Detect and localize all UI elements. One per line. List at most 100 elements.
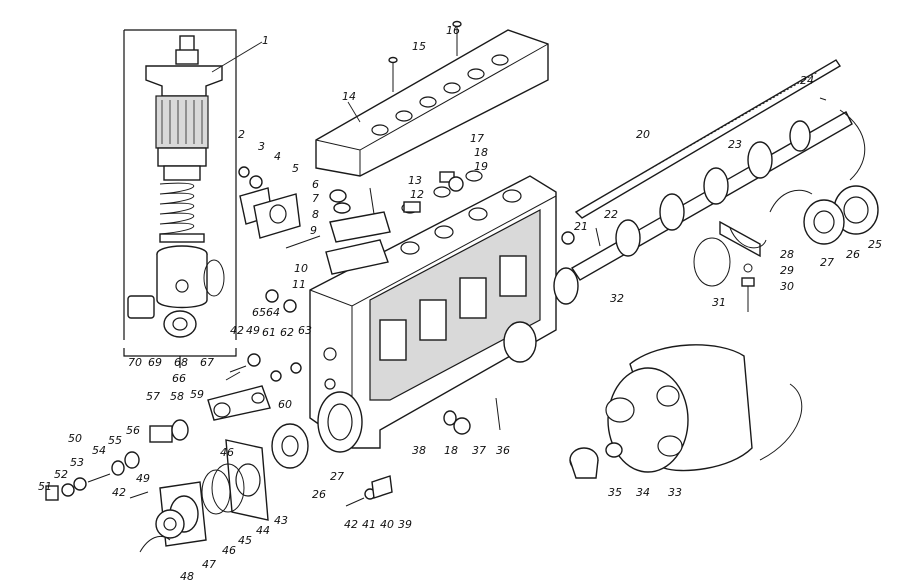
- callout-42-upper: 42: [230, 324, 244, 337]
- plunger-element: [145, 35, 223, 181]
- callout-24: 24: [800, 74, 814, 87]
- callout-56: 56: [126, 424, 140, 437]
- rotation-arrow-right: [759, 383, 803, 461]
- ring-45: [201, 469, 231, 515]
- callout-6: 6: [312, 178, 319, 191]
- callout-49-upper: 49: [246, 324, 260, 337]
- callout-25: 25: [868, 238, 882, 251]
- callout-4: 4: [274, 150, 281, 163]
- small-parts-61-65: [225, 289, 302, 382]
- callout-44: 44: [256, 524, 270, 537]
- callout-50: 50: [68, 432, 82, 445]
- gasket-44: [211, 463, 245, 513]
- callout-54: 54: [92, 444, 106, 457]
- callout-59: 59: [190, 388, 204, 401]
- callout-49-lower: 49: [136, 472, 150, 485]
- callout-9: 9: [310, 224, 317, 237]
- half-bearing: [719, 220, 767, 258]
- oil-line-arc: [839, 109, 866, 181]
- callout-40: 40: [380, 518, 394, 531]
- callout-69: 69: [148, 356, 162, 369]
- pin-70: [127, 295, 155, 319]
- callout-68: 68: [174, 356, 188, 369]
- callout-34: 34: [636, 486, 650, 499]
- washer-34: [605, 442, 623, 458]
- callout-57: 57: [146, 390, 160, 403]
- pump-housing: [309, 170, 579, 453]
- callout-26-right: 26: [846, 248, 860, 261]
- callout-5: 5: [292, 162, 299, 175]
- coupling-48: [155, 509, 185, 539]
- callout-8: 8: [312, 208, 319, 221]
- callout-27-left: 27: [330, 470, 344, 483]
- key-24: [819, 97, 827, 101]
- cover-43: [225, 439, 269, 521]
- callout-47: 47: [202, 558, 216, 571]
- callout-42-bottom: 42: [344, 518, 358, 531]
- callout-31: 31: [712, 296, 726, 309]
- callout-15: 15: [412, 40, 426, 53]
- plunger-spring: [159, 182, 205, 243]
- callout-48: 48: [180, 570, 194, 583]
- callout-42-lower: 42: [112, 486, 126, 499]
- callout-16: 16: [446, 24, 460, 37]
- callout-29: 29: [780, 264, 794, 277]
- callout-18-bottom: 18: [444, 444, 458, 457]
- pin-9: [285, 235, 321, 249]
- callout-51: 51: [38, 480, 52, 493]
- callout-64: 64: [266, 306, 280, 319]
- top-cover: [315, 29, 549, 177]
- snap-ring: [769, 189, 813, 213]
- callout-46-lower: 46: [222, 544, 236, 557]
- screw-row-51-56: [45, 451, 140, 501]
- callout-7: 7: [312, 192, 319, 205]
- callout-66: 66: [172, 372, 186, 385]
- plunger-assembly-frame: [123, 29, 237, 368]
- callout-19: 19: [474, 160, 488, 173]
- callout-43: 43: [274, 514, 288, 527]
- callout-70: 70: [128, 356, 142, 369]
- callout-20: 20: [636, 128, 650, 141]
- callout-38: 38: [412, 444, 426, 457]
- callout-60: 60: [278, 398, 292, 411]
- callout-41: 41: [362, 518, 376, 531]
- callout-39: 39: [398, 518, 412, 531]
- callout-32: 32: [610, 292, 624, 305]
- cup-35: [569, 447, 599, 479]
- callout-labels: 1 2 3 4 5 6 7 8 9 10 11 12 13 14 15 16 1…: [38, 24, 882, 583]
- callout-63: 63: [298, 324, 312, 337]
- callout-13: 13: [408, 174, 422, 187]
- callout-26-left: 26: [312, 488, 326, 501]
- tappet: [156, 245, 208, 309]
- screw-15: [388, 56, 398, 92]
- callout-55: 55: [108, 434, 122, 447]
- callout-17: 17: [470, 132, 484, 145]
- rotation-arrow-left: [139, 536, 171, 553]
- callout-36: 36: [496, 444, 510, 457]
- camshaft: [571, 111, 853, 281]
- valve-parts-6-13: [325, 171, 464, 275]
- callout-18-top: 18: [474, 146, 488, 159]
- callout-53: 53: [70, 456, 84, 469]
- callout-67: 67: [200, 356, 214, 369]
- callout-27-right: 27: [820, 256, 834, 269]
- callout-33: 33: [668, 486, 682, 499]
- callout-21: 21: [574, 220, 588, 233]
- ring-67: [203, 259, 225, 297]
- callout-12: 12: [410, 188, 424, 201]
- callout-28: 28: [780, 248, 794, 261]
- bolt-42-lower: [129, 491, 149, 499]
- callout-22: 22: [604, 208, 618, 221]
- callout-2: 2: [238, 128, 245, 141]
- callout-62: 62: [280, 326, 294, 339]
- callout-3: 3: [258, 140, 265, 153]
- washer-29: [743, 263, 753, 273]
- callout-45: 45: [238, 534, 252, 547]
- callout-46-upper: 46: [220, 446, 234, 459]
- callout-11: 11: [292, 278, 306, 291]
- ring-31: [693, 237, 731, 287]
- bolt-30: [741, 277, 755, 312]
- governor-housing: [605, 344, 753, 473]
